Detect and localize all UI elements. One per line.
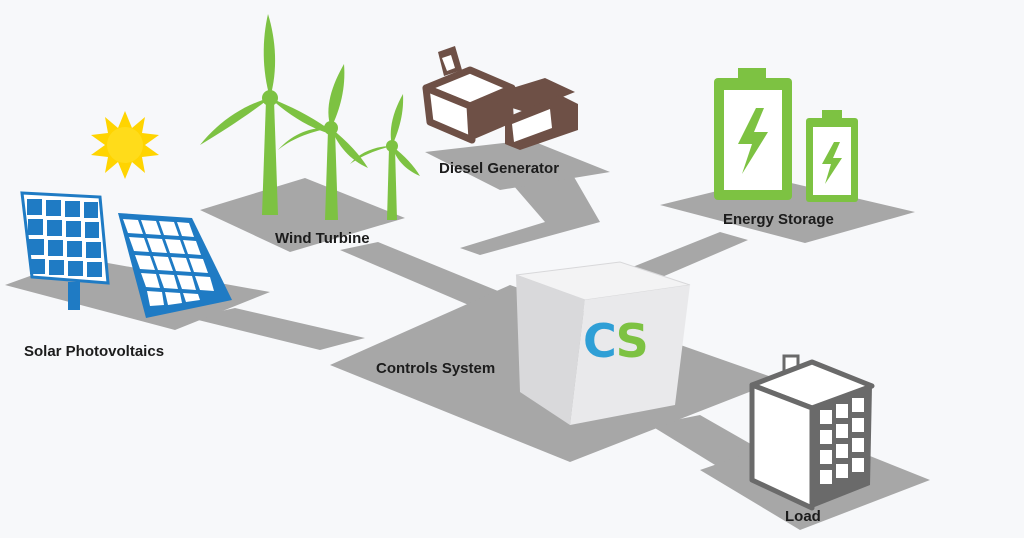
pad-wind (200, 178, 405, 252)
label-solar-photovoltaics: Solar Photovoltaics (24, 343, 165, 360)
path-solar-controls (190, 308, 365, 350)
connection-paths (190, 170, 770, 468)
label-controls-system: Controls System (376, 360, 496, 377)
building-icon (749, 354, 875, 511)
path-storage-controls (625, 232, 748, 280)
path-controls-load (650, 415, 770, 468)
solar-panel-icon (20, 191, 232, 318)
controls-logo: CS (583, 318, 649, 364)
path-diesel-controls (460, 170, 600, 255)
label-energy-storage: Energy Storage (723, 211, 834, 228)
diesel-generator-icon (422, 46, 578, 150)
sun-icon (91, 111, 159, 179)
label-load: Load (785, 508, 821, 525)
controls-logo-letter-s: S (615, 314, 649, 368)
label-wind-turbine: Wind Turbine (275, 230, 370, 247)
label-diesel-generator: Diesel Generator (439, 160, 560, 177)
wind-turbine-icon (200, 14, 420, 220)
battery-icon (714, 68, 858, 202)
controls-logo-letter-c: C (583, 314, 618, 368)
pad-diesel (425, 140, 610, 190)
controls-box-icon (515, 261, 691, 425)
path-wind-controls (340, 242, 520, 312)
